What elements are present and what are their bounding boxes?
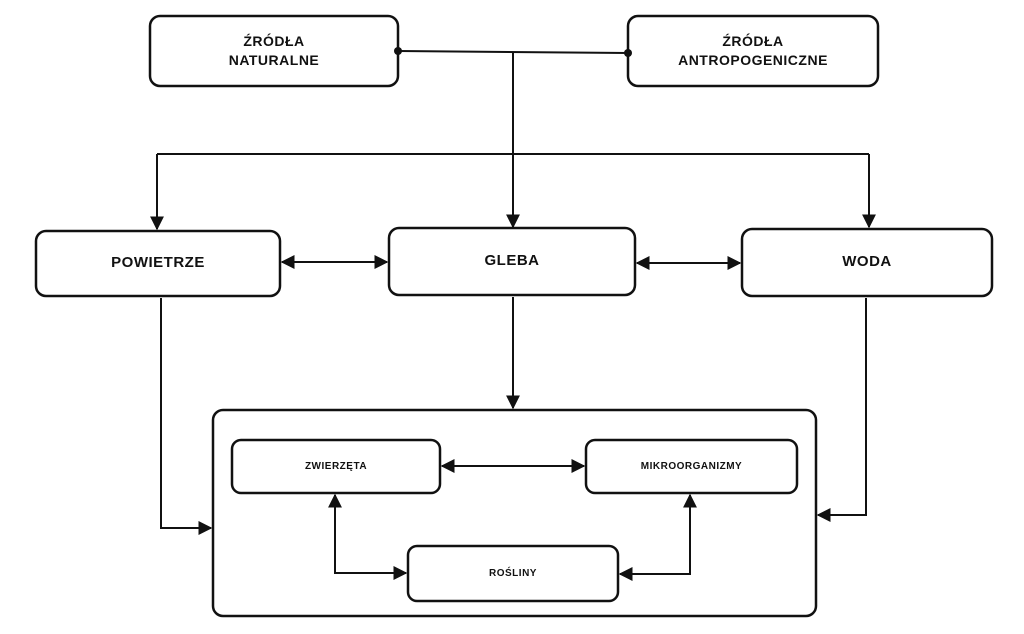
animals-box (230, 438, 442, 495)
plants-label: ROŚLINY (489, 567, 537, 579)
junction-dot-left (394, 47, 402, 55)
natural-sources-label: ŹRÓDŁA NATURALNE (228, 33, 320, 68)
soil-label: GLEBA (484, 252, 540, 270)
water-box (740, 227, 994, 298)
animals-plants-arrow (328, 493, 408, 580)
microorganisms-plants-arrow (618, 493, 697, 581)
water-label: WODA (842, 253, 892, 271)
water-to-biosphere-arrow (816, 298, 867, 522)
plants-box (406, 544, 620, 603)
air-box (34, 229, 282, 298)
air-to-biosphere-arrow (160, 298, 213, 535)
biosphere-container (211, 408, 818, 618)
junction-dot-right (624, 49, 632, 57)
air-label: POWIETRZE (111, 254, 205, 272)
microorganisms-label: MIKROORGANIZMY (640, 460, 743, 472)
animals-label: ZWIERZĘTA (304, 460, 368, 472)
anthropogenic-sources-label: ŹRÓDŁA ANTROPOGENICZNE (678, 33, 828, 68)
microorganisms-box (584, 438, 799, 495)
